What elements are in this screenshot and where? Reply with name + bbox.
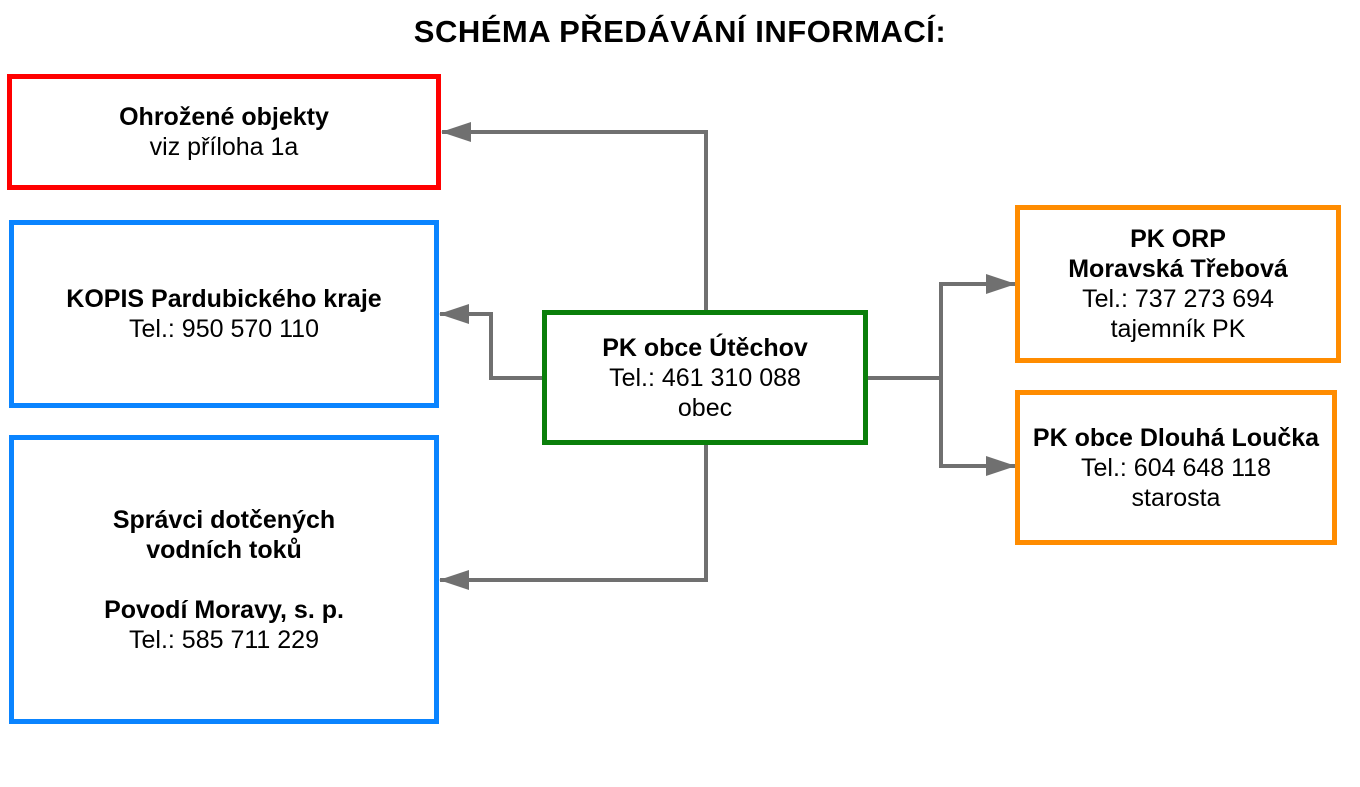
water-managers-org: Povodí Moravy, s. p. [104, 595, 344, 624]
kopis-phone: Tel.: 950 570 110 [129, 315, 319, 343]
center-node-name: PK obce Útěchov [602, 333, 808, 362]
water-managers-phone: Tel.: 585 711 229 [129, 625, 319, 654]
orp-role: tajemník PK [1110, 315, 1246, 343]
dlouha-loucka-box: PK obce Dlouhá Loučka Tel.: 604 648 118 … [1015, 390, 1337, 545]
dlouha-loucka-name: PK obce Dlouhá Loučka [1032, 423, 1320, 452]
threatened-objects-box: Ohrožené objekty viz příloha 1a [7, 74, 441, 190]
dlouha-loucka-role: starosta [1131, 483, 1221, 512]
center-node-phone: Tel.: 461 310 088 [609, 363, 801, 392]
threatened-objects-note: viz příloha 1a [149, 133, 299, 161]
arrow-to-threatened-objects [441, 122, 708, 310]
diagram-title: SCHÉMA PŘEDÁVÁNÍ INFORMACÍ: [413, 14, 947, 49]
orp-name-line2: Moravská Třebová [1068, 255, 1288, 283]
center-node-role: obec [677, 393, 733, 422]
arrow-to-kopis [439, 304, 542, 380]
orp-box: PK ORP Moravská Třebová Tel.: 737 273 69… [1015, 205, 1341, 363]
orp-name-line1: PK ORP [1130, 225, 1226, 253]
kopis-name: KOPIS Pardubického kraje [66, 285, 382, 313]
kopis-box: KOPIS Pardubického kraje Tel.: 950 570 1… [9, 220, 439, 408]
arrow-to-dlouha-loucka [939, 378, 1016, 476]
center-node-box: PK obce Útěchov Tel.: 461 310 088 obec [542, 310, 868, 445]
threatened-objects-name: Ohrožené objekty [119, 103, 329, 131]
arrow-to-orp [868, 274, 1016, 380]
water-managers-box: Správci dotčených vodních toků Povodí Mo… [9, 435, 439, 724]
water-managers-name-line2: vodních toků [146, 535, 302, 564]
orp-phone: Tel.: 737 273 694 [1082, 285, 1274, 313]
dlouha-loucka-phone: Tel.: 604 648 118 [1081, 453, 1271, 482]
arrow-to-water-managers [439, 445, 708, 590]
water-managers-name-line1: Správci dotčených [112, 505, 336, 534]
